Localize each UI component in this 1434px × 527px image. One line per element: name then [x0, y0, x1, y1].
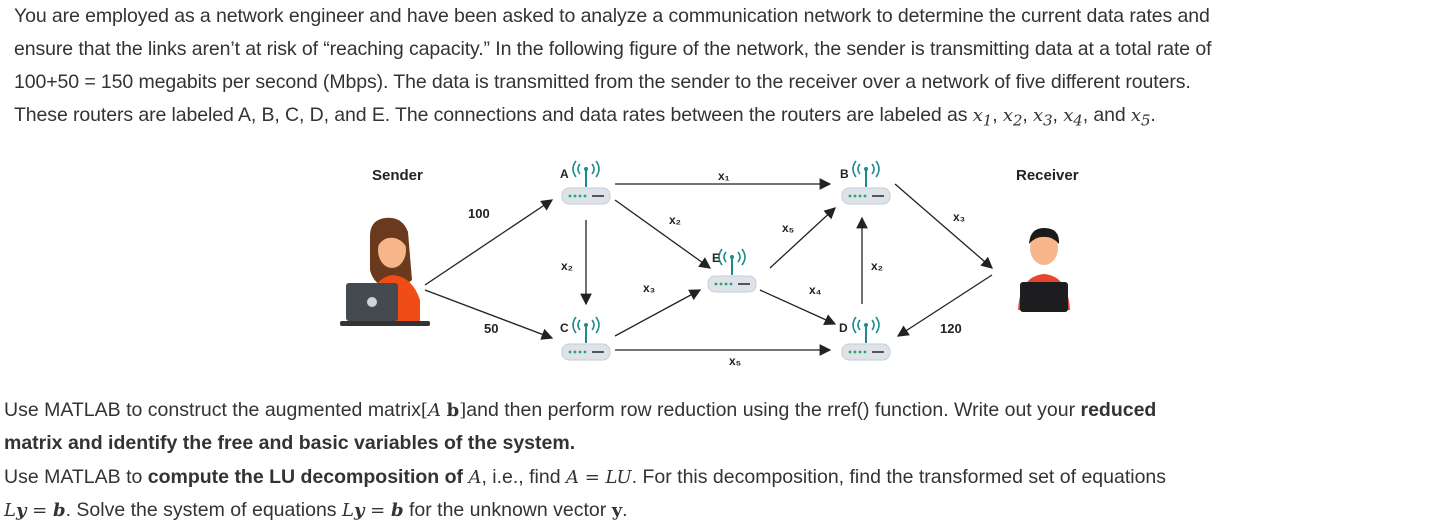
router-e: E	[707, 248, 757, 293]
intro-line-4: These routers are labeled A, B, C, D, an…	[14, 104, 1156, 130]
router-c-label: C	[560, 321, 569, 335]
var-x3: x3	[1033, 105, 1053, 130]
sender-label: Sender	[372, 167, 423, 184]
intro-and: and	[1093, 104, 1131, 126]
router-b: B	[840, 160, 891, 205]
augmented-matrix: [A b]	[420, 400, 467, 421]
router-c: C	[560, 316, 611, 361]
receiver-person-icon	[1018, 228, 1070, 312]
intro-line-2: ensure that the links aren’t at risk of …	[14, 38, 1212, 60]
edge-label-br: x₃	[953, 210, 965, 224]
lu-equation: A = LU	[565, 467, 632, 488]
var-x5: x5	[1130, 105, 1151, 130]
router-e-label: E	[712, 251, 720, 265]
var-x2: x2	[1002, 105, 1023, 130]
question-2-line-2-end: for the unknown vector	[403, 499, 612, 521]
network-edges	[424, 178, 993, 356]
intro-line-4-text: These routers are labeled A, B, C, D, an…	[14, 104, 973, 126]
edge-receiver-d	[896, 274, 993, 337]
edge-label-eb: x₅	[782, 221, 794, 235]
edge-label-ac: x₂	[561, 259, 573, 273]
router-d-label: D	[839, 321, 848, 335]
problem-intro: You are employed as a network engineer a…	[14, 0, 1426, 138]
edge-a-e	[614, 199, 712, 269]
var-x4: x4	[1063, 105, 1083, 130]
edge-label-db: x₂	[871, 259, 883, 273]
question-1-bold-reduced: reduced	[1080, 399, 1157, 421]
question-2-ie: , i.e., find	[481, 466, 566, 488]
question-1: Use MATLAB to construct the augmented ma…	[4, 394, 1424, 460]
ly-equation-2: Ly = b	[341, 500, 404, 521]
edge-label-ed: x₄	[809, 283, 822, 297]
edge-e-d	[759, 289, 837, 326]
question-1-mid: and then perform row reduction using the…	[466, 399, 1081, 421]
edge-label-ce: x₃	[643, 281, 655, 295]
question-1-line-1: Use MATLAB to construct the augmented ma…	[4, 394, 1424, 427]
router-a-label: A	[560, 167, 569, 181]
question-2-line-2-mid: . Solve the system of equations	[65, 499, 342, 521]
edge-sender-a	[424, 199, 554, 286]
edge-label-cd: x₅	[729, 354, 741, 368]
question-2-line-1: Use MATLAB to compute the LU decompositi…	[4, 461, 1424, 494]
vector-y: y	[611, 500, 623, 521]
intro-line-3: 100+50 = 150 megabits per second (Mbps).…	[14, 71, 1191, 93]
network-figure: Sender Receiver A B C D E 100 50	[340, 160, 1079, 368]
question-1-bold-matrix: matrix and identify the free and basic v…	[4, 432, 576, 454]
rate-in-bottom: 50	[484, 321, 498, 336]
question-2-after: . For this decomposition, find the trans…	[631, 466, 1167, 488]
ly-equation-1: Ly = b	[4, 500, 66, 521]
question-2: Use MATLAB to compute the LU decompositi…	[4, 461, 1424, 527]
rate-in-top: 100	[468, 206, 490, 221]
question-2-bold: compute the LU decomposition of	[147, 466, 464, 488]
question-2-pre: Use MATLAB to	[4, 466, 148, 488]
edge-c-e	[614, 289, 702, 337]
question-2-period: .	[622, 499, 628, 521]
router-d: D	[839, 316, 891, 361]
edge-label-ab: x₁	[718, 169, 730, 183]
edge-e-b	[769, 207, 836, 269]
sender-person-icon	[340, 217, 430, 326]
router-b-label: B	[840, 167, 849, 181]
edge-b-receiver	[894, 183, 993, 269]
rate-out-right: 120	[940, 321, 962, 336]
edge-sender-c	[424, 289, 554, 340]
var-x1: x1	[972, 105, 993, 130]
receiver-label: Receiver	[1016, 167, 1079, 184]
intro-line-1: You are employed as a network engineer a…	[14, 5, 1210, 27]
matrix-a: A	[468, 467, 482, 488]
question-1-line-2: matrix and identify the free and basic v…	[4, 427, 1424, 460]
edge-label-ae: x₂	[669, 213, 681, 227]
router-a: A	[560, 160, 611, 205]
question-1-pre: Use MATLAB to construct the augmented ma…	[4, 399, 421, 421]
question-2-line-2: Ly = b. Solve the system of equations Ly…	[4, 494, 1424, 527]
